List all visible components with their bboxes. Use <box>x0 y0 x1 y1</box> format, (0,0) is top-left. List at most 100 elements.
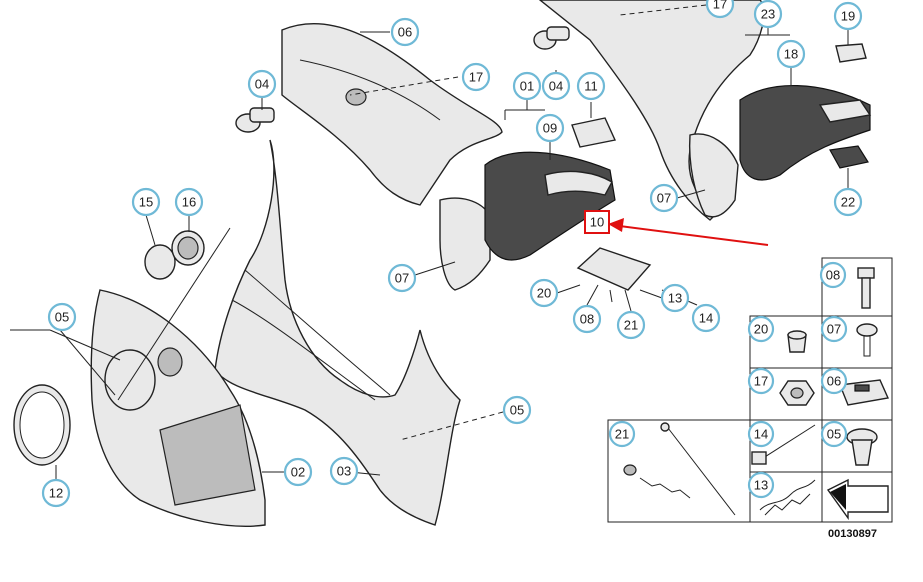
bolt-08-icon <box>857 267 875 309</box>
spring-13-icon <box>759 479 816 516</box>
svg-text:14: 14 <box>754 427 768 442</box>
direction-arrow-icon <box>826 478 889 521</box>
callout-05-right[interactable]: 05 <box>502 395 532 425</box>
callout-03[interactable]: 03 <box>329 456 359 486</box>
callout-16[interactable]: 16 <box>174 187 204 217</box>
svg-text:12: 12 <box>49 486 63 501</box>
svg-text:07: 07 <box>657 191 671 206</box>
svg-text:08: 08 <box>826 268 840 283</box>
callout-15[interactable]: 15 <box>131 187 161 217</box>
svg-text:17: 17 <box>713 0 727 12</box>
callout-23[interactable]: 23 <box>753 0 783 29</box>
svg-text:04: 04 <box>255 77 269 92</box>
svg-text:05: 05 <box>827 427 841 442</box>
svg-text:07: 07 <box>827 322 841 337</box>
cover-part-10 <box>576 247 652 303</box>
svg-text:22: 22 <box>841 195 855 210</box>
svg-text:02: 02 <box>291 465 305 480</box>
callout-22[interactable]: 22 <box>833 187 863 217</box>
grid-callout-14[interactable]: 14 <box>747 420 775 448</box>
clip-04-left <box>235 107 275 133</box>
callout-06-top[interactable]: 06 <box>390 17 420 47</box>
cap-20-icon <box>787 330 807 353</box>
grid-callout-06[interactable]: 06 <box>820 367 848 395</box>
svg-text:03: 03 <box>337 464 351 479</box>
grid-callout-13[interactable]: 13 <box>747 471 775 499</box>
grid-callout-07[interactable]: 07 <box>820 315 848 343</box>
svg-text:19: 19 <box>841 9 855 24</box>
callout-12[interactable]: 12 <box>41 478 71 508</box>
trim-panel-upper-right <box>538 0 872 221</box>
fastener-grid <box>607 257 893 523</box>
leader-lines <box>10 4 849 480</box>
grid-callout-21[interactable]: 21 <box>608 420 636 448</box>
svg-text:13: 13 <box>754 478 768 493</box>
svg-text:18: 18 <box>784 47 798 62</box>
rod-21-icon <box>623 422 736 516</box>
grid-callout-05[interactable]: 05 <box>820 420 848 448</box>
front-panel-02 <box>90 289 266 527</box>
callout-07-right[interactable]: 07 <box>649 183 679 213</box>
callout-11[interactable]: 11 <box>576 71 606 101</box>
svg-text:23: 23 <box>761 7 775 22</box>
callout-01[interactable]: 01 <box>512 71 542 101</box>
svg-text:07: 07 <box>395 271 409 286</box>
svg-text:05: 05 <box>55 310 69 325</box>
svg-text:11: 11 <box>584 79 598 94</box>
cap-19 <box>835 43 867 63</box>
svg-text:16: 16 <box>182 195 196 210</box>
nut-17-icon <box>779 380 815 406</box>
grid-callout-08[interactable]: 08 <box>819 261 847 289</box>
callout-04-left[interactable]: 04 <box>247 69 277 99</box>
clip-06-icon <box>839 379 890 406</box>
callouts: 06 17 04 01 04 11 09 17 23 19 18 07 22 1… <box>41 0 863 508</box>
highlight-box-10[interactable]: 10 <box>584 210 610 234</box>
trim-panel-06 <box>281 22 503 206</box>
callout-17-upper[interactable]: 17 <box>705 0 735 19</box>
svg-text:20: 20 <box>537 286 551 301</box>
callout-04-right[interactable]: 04 <box>541 71 571 101</box>
side-wall-03 <box>214 139 461 526</box>
svg-text:13: 13 <box>668 291 682 306</box>
grid-callout-17[interactable]: 17 <box>747 367 775 395</box>
callout-17-top[interactable]: 17 <box>461 62 491 92</box>
pin-14-icon <box>751 424 816 465</box>
svg-text:15: 15 <box>139 195 153 210</box>
svg-text:10: 10 <box>590 215 604 230</box>
svg-text:17: 17 <box>469 70 483 85</box>
callout-20[interactable]: 20 <box>529 278 559 308</box>
highlight-arrow <box>608 218 769 246</box>
svg-text:08: 08 <box>580 312 594 327</box>
callout-21[interactable]: 21 <box>616 310 646 340</box>
svg-text:20: 20 <box>754 322 768 337</box>
cap-11 <box>571 117 617 148</box>
callout-19[interactable]: 19 <box>833 1 863 31</box>
callout-02[interactable]: 02 <box>283 457 313 487</box>
cap-22 <box>829 145 869 169</box>
callout-05-left[interactable]: 05 <box>47 302 77 332</box>
svg-text:04: 04 <box>549 79 563 94</box>
speaker-ring-12 <box>13 384 71 466</box>
callout-07-left[interactable]: 07 <box>387 263 417 293</box>
svg-text:21: 21 <box>624 318 638 333</box>
svg-text:06: 06 <box>827 374 841 389</box>
callout-18[interactable]: 18 <box>776 39 806 69</box>
svg-text:14: 14 <box>699 311 713 326</box>
callout-13[interactable]: 13 <box>660 283 690 313</box>
callout-09[interactable]: 09 <box>535 113 565 143</box>
svg-text:17: 17 <box>754 374 768 389</box>
screw-07-icon <box>856 323 878 357</box>
svg-text:05: 05 <box>510 403 524 418</box>
svg-text:06: 06 <box>398 25 412 40</box>
svg-text:01: 01 <box>520 79 534 94</box>
vent-grille-09 <box>484 151 616 261</box>
cover-panel-07-left <box>439 197 491 291</box>
grid-callout-20[interactable]: 20 <box>747 315 775 343</box>
grommet-15-16 <box>144 230 205 280</box>
callout-08[interactable]: 08 <box>572 304 602 334</box>
callout-14[interactable]: 14 <box>691 303 721 333</box>
reference-number: 00130897 <box>828 528 877 540</box>
clip-05-icon <box>846 428 878 466</box>
